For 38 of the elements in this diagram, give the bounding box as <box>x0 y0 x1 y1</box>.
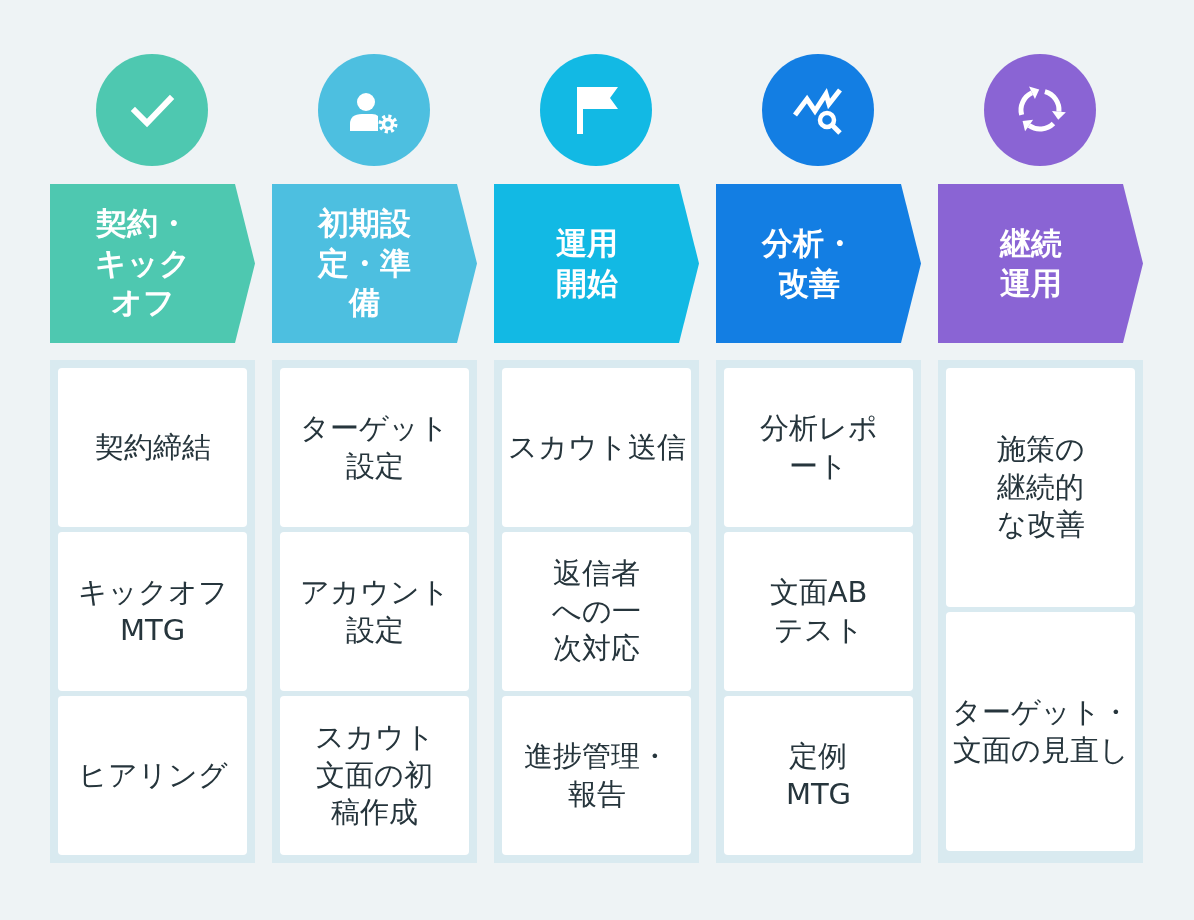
step-title: 継続運用 <box>998 223 1063 303</box>
task-label: ターゲット・文面の見直し <box>950 693 1131 769</box>
column-panel <box>716 360 921 863</box>
task-card <box>502 696 691 855</box>
task-card <box>280 696 469 855</box>
task-label: スカウト文面の初稿作成 <box>313 718 436 832</box>
task-card <box>946 612 1135 851</box>
task-label: ヒアリング <box>77 756 228 794</box>
task-card <box>724 696 913 855</box>
step-title: 契約・キックオフ <box>93 204 192 323</box>
task-card <box>502 368 691 527</box>
task-card <box>502 532 691 691</box>
task-card <box>280 532 469 691</box>
task-card <box>280 368 469 527</box>
task-label: 施策の継続的な改善 <box>995 430 1086 544</box>
task-label: 定例MTG <box>784 737 853 813</box>
task-label: 契約締結 <box>94 428 211 466</box>
task-label: 分析レポート <box>758 409 879 485</box>
task-label: ターゲット設定 <box>299 409 450 485</box>
column-panel <box>272 360 477 863</box>
column-panel <box>938 360 1143 863</box>
step-title: 分析・改善 <box>760 223 856 303</box>
task-card <box>58 696 247 855</box>
task-label: アカウント設定 <box>298 573 451 649</box>
task-card <box>724 532 913 691</box>
task-label: 返信者への一次対応 <box>551 554 642 668</box>
task-label: キックオフMTG <box>76 573 229 649</box>
step-title: 運用開始 <box>554 223 619 303</box>
task-card <box>58 368 247 527</box>
task-card <box>724 368 913 527</box>
task-label: 文面ABテスト <box>768 573 869 649</box>
step-title: 初期設定・準備 <box>316 204 412 323</box>
column-panel <box>50 360 255 863</box>
task-label: スカウト送信 <box>507 428 686 466</box>
task-card <box>58 532 247 691</box>
column-panel <box>494 360 699 863</box>
task-card <box>946 368 1135 607</box>
task-label: 進捗管理・報告 <box>523 737 670 813</box>
